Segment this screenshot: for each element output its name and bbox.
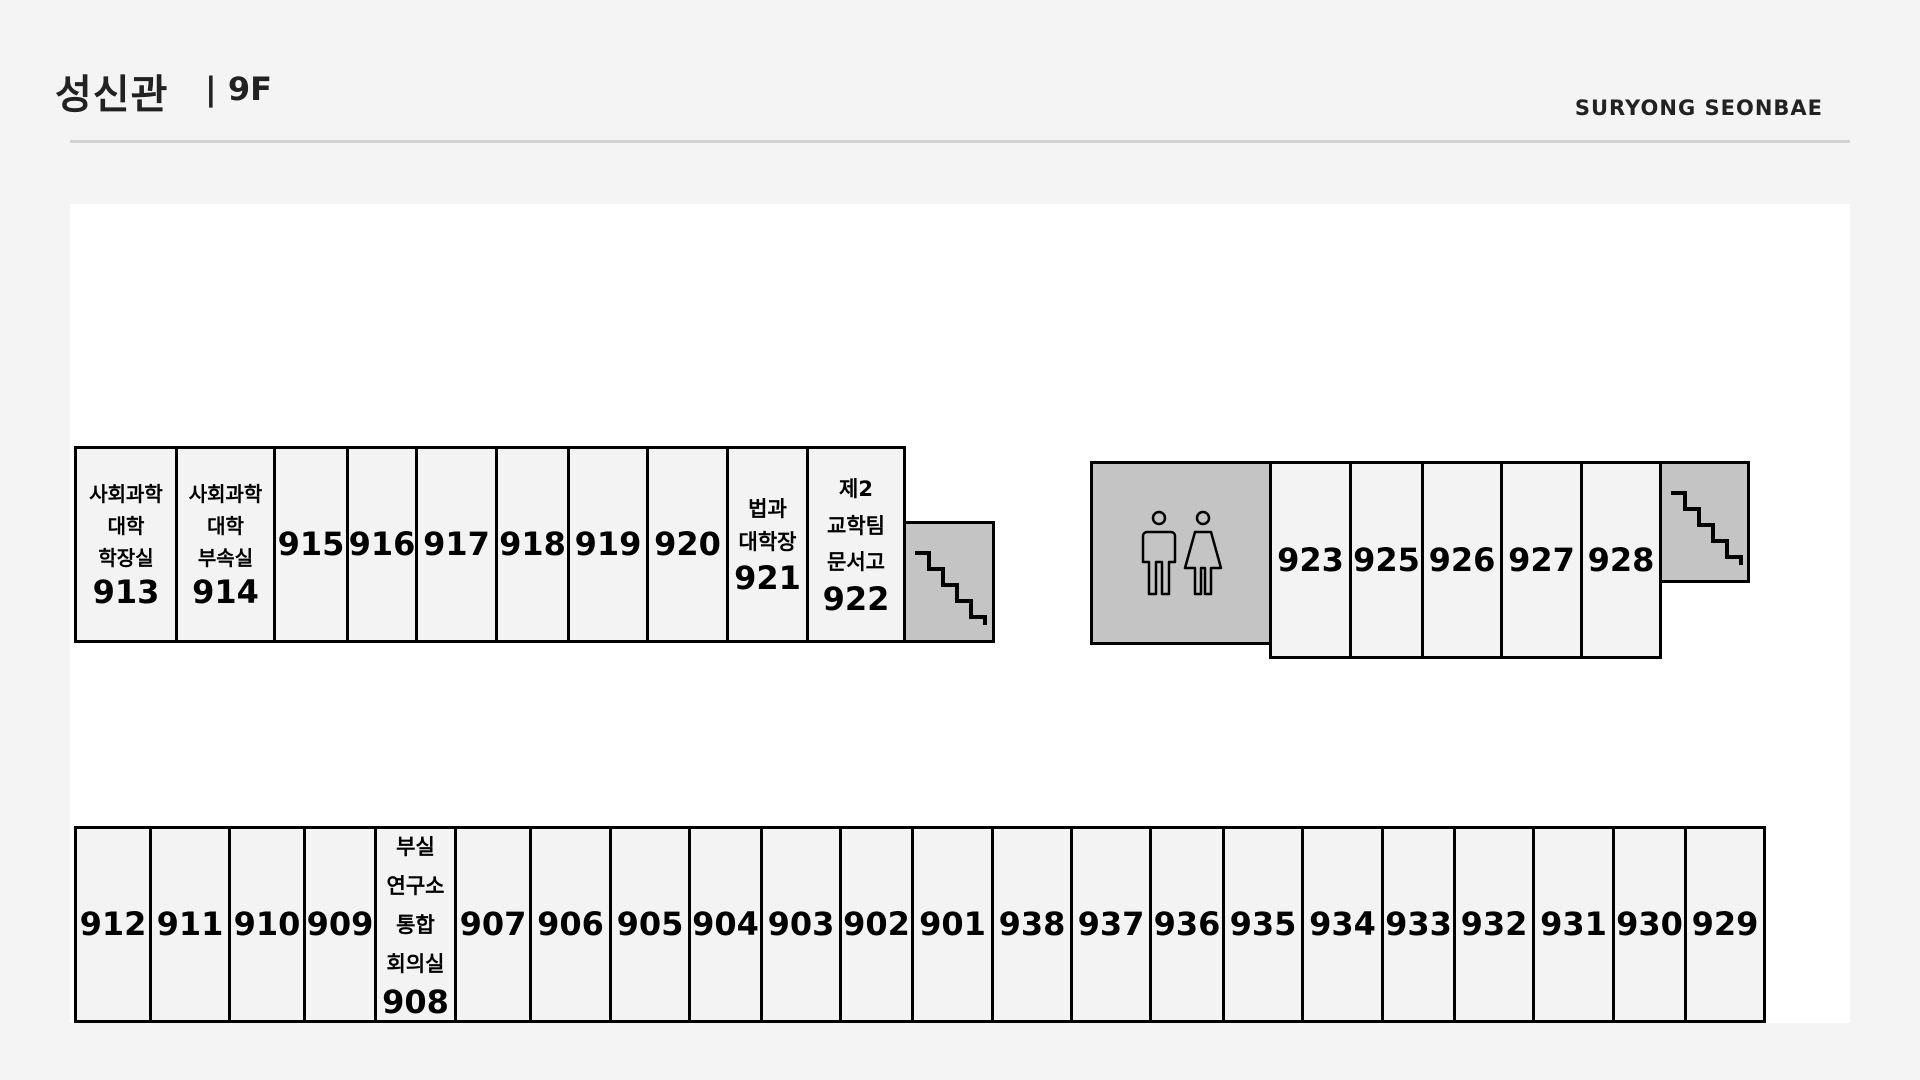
room-930[interactable]: 930 [1612,826,1687,1023]
room-901-number: 901 [919,905,986,944]
room-910[interactable]: 910 [228,826,306,1023]
room-911[interactable]: 911 [149,826,231,1023]
room-933[interactable]: 933 [1381,826,1456,1023]
room-902[interactable]: 902 [839,826,914,1023]
header-divider [70,140,1850,143]
room-929-number: 929 [1691,905,1759,944]
room-925-number: 925 [1353,540,1420,579]
room-926[interactable]: 926 [1421,461,1503,659]
room-904[interactable]: 904 [688,826,763,1023]
room-921[interactable]: 법과 대학장 921 [726,446,809,643]
room-919-number: 919 [574,525,642,564]
room-922[interactable]: 제2 교학팀 문서고 922 [806,446,906,643]
room-915-number: 915 [277,525,345,564]
room-910-number: 910 [233,905,301,944]
room-936-number: 936 [1153,905,1221,944]
room-923[interactable]: 923 [1269,461,1352,659]
room-905[interactable]: 905 [609,826,691,1023]
stairs-right [1659,461,1750,583]
room-935-number: 935 [1229,905,1297,944]
room-908-name: 부실 연구소 통합 회의실 [386,835,445,976]
room-931-number: 931 [1540,905,1607,944]
room-931[interactable]: 931 [1532,826,1615,1023]
room-928[interactable]: 928 [1580,461,1662,659]
room-907-number: 907 [459,905,527,944]
stairs-left [903,521,995,643]
room-935[interactable]: 935 [1222,826,1304,1023]
room-901[interactable]: 901 [911,826,994,1023]
room-927[interactable]: 927 [1500,461,1583,659]
room-923-number: 923 [1277,540,1344,579]
restroom-icon [1141,510,1223,596]
stairs-icon [1670,491,1743,565]
room-914[interactable]: 사회과학 대학 부속실 914 [175,446,276,643]
room-932-number: 932 [1460,905,1528,944]
room-920[interactable]: 920 [646,446,729,643]
room-912-number: 912 [79,905,147,944]
room-916-number: 916 [348,525,416,564]
room-934-number: 934 [1309,905,1376,944]
room-916[interactable]: 916 [346,446,418,643]
room-908-number: 908 [382,982,449,1021]
room-913-number: 913 [92,573,160,612]
room-938-number: 938 [998,905,1066,944]
room-907[interactable]: 907 [454,826,532,1023]
room-915[interactable]: 915 [273,446,349,643]
brand-label: SURYONG SEONBAE [1574,96,1823,120]
stairs-icon [915,551,987,625]
room-903[interactable]: 903 [760,826,842,1023]
room-934[interactable]: 934 [1301,826,1384,1023]
room-926-number: 926 [1428,540,1496,579]
room-925[interactable]: 925 [1349,461,1424,659]
room-936[interactable]: 936 [1149,826,1225,1023]
room-933-number: 933 [1385,905,1452,944]
room-929[interactable]: 929 [1684,826,1766,1023]
floor-label: | 9F [205,70,272,108]
room-922-name: 제2 교학팀 문서고 [827,476,885,575]
room-912[interactable]: 912 [74,826,152,1023]
room-905-number: 905 [616,905,684,944]
room-911-number: 911 [156,905,224,944]
room-920-number: 920 [654,525,721,564]
room-928-number: 928 [1587,540,1655,579]
room-909-number: 909 [306,905,374,944]
room-919[interactable]: 919 [567,446,649,643]
room-906[interactable]: 906 [529,826,612,1023]
room-904-number: 904 [692,905,759,944]
building-title: 성신관 [55,72,169,118]
room-913-name: 사회과학 대학 학장실 [89,482,163,571]
room-937[interactable]: 937 [1070,826,1152,1023]
room-930-number: 930 [1616,905,1683,944]
room-921-number: 921 [734,558,801,597]
room-914-number: 914 [192,573,259,612]
room-903-number: 903 [767,905,835,944]
room-917-number: 917 [423,525,490,564]
room-914-name: 사회과학 대학 부속실 [188,482,263,571]
room-927-number: 927 [1508,540,1575,579]
room-921-name: 법과 대학장 [738,496,797,555]
room-917[interactable]: 917 [415,446,498,643]
room-932[interactable]: 932 [1453,826,1535,1023]
room-913[interactable]: 사회과학 대학 학장실 913 [74,446,178,643]
room-918[interactable]: 918 [495,446,570,643]
room-906-number: 906 [537,905,604,944]
room-922-number: 922 [822,580,890,619]
room-918-number: 918 [499,525,566,564]
room-938[interactable]: 938 [991,826,1073,1023]
room-902-number: 902 [843,905,910,944]
room-908[interactable]: 부실 연구소 통합 회의실 908 [374,826,457,1023]
restroom[interactable] [1090,461,1272,645]
room-937-number: 937 [1077,905,1145,944]
room-909[interactable]: 909 [303,826,377,1023]
